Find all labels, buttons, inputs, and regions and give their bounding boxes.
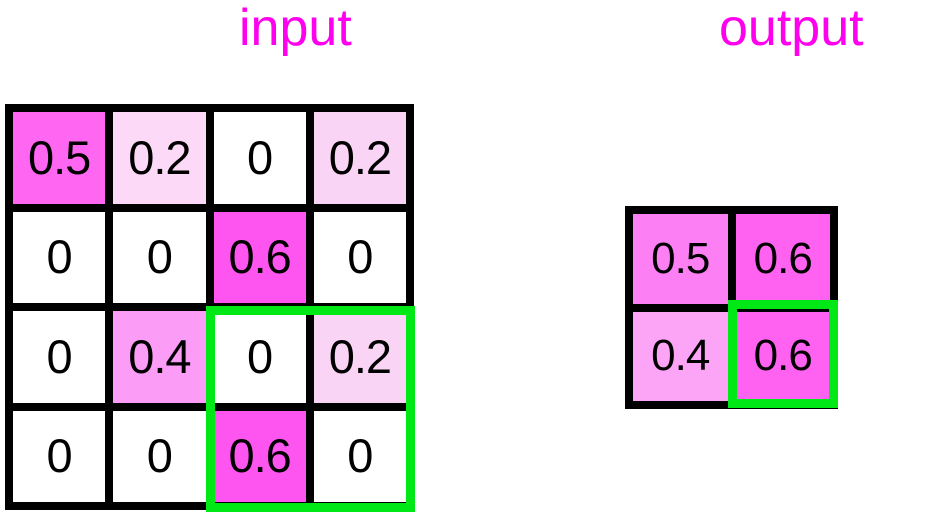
output-cell-value: 0.6: [753, 233, 813, 283]
input-cell-value: 0.2: [328, 329, 392, 383]
input-cell-value: 0: [347, 429, 373, 483]
input-cell-value: 0: [146, 429, 173, 483]
input-cell-r3c2: 0.6: [213, 410, 306, 502]
input-cell-r0c2: 0: [213, 112, 306, 204]
input-title: input: [239, 0, 352, 57]
input-cell-r3c3: 0: [313, 410, 406, 502]
input-cell-value: 0: [46, 230, 73, 284]
input-cell-value: 0: [247, 130, 273, 184]
output-cell-r0c1: 0.6: [735, 214, 830, 304]
input-cell-value: 0: [46, 429, 73, 483]
input-cell-r3c1: 0: [113, 410, 206, 502]
input-cell-value: 0: [146, 230, 173, 284]
input-cell-value: 0.6: [228, 429, 291, 483]
output-cell-value: 0.5: [651, 233, 710, 283]
input-cell-value: 0.5: [27, 130, 91, 184]
output-cell-r0c0: 0.5: [633, 214, 728, 304]
input-cell-value: 0.4: [128, 329, 191, 383]
output-cell-value: 0.6: [753, 331, 813, 381]
input-cell-r0c3: 0.2: [313, 112, 406, 204]
output-cell-value: 0.4: [651, 331, 710, 381]
input-cell-r0c0: 0.5: [13, 112, 106, 204]
output-cell-r1c1: 0.6: [735, 311, 830, 401]
output-matrix: 0.5 0.6 0.4 0.6: [625, 206, 838, 409]
input-cell-value: 0: [46, 329, 73, 383]
output-cell-r1c0: 0.4: [633, 311, 728, 401]
input-cell-r2c1: 0.4: [113, 311, 206, 403]
input-cell-value: 0.2: [328, 130, 392, 184]
input-cell-r2c2: 0: [213, 311, 306, 403]
input-cell-r1c1: 0: [113, 211, 206, 303]
output-title: output: [719, 0, 864, 57]
input-cell-r2c0: 0: [13, 311, 106, 403]
input-cell-r3c0: 0: [13, 410, 106, 502]
input-cell-r1c0: 0: [13, 211, 106, 303]
input-cell-value: 0.6: [228, 230, 291, 284]
input-cell-value: 0: [347, 230, 373, 284]
input-cell-value: 0: [247, 329, 273, 383]
input-matrix: 0.5 0.2 0 0.2 0 0 0.6 0 0 0.4 0 0.2 0 0 …: [5, 104, 414, 510]
input-cell-r0c1: 0.2: [113, 112, 206, 204]
input-cell-r2c3: 0.2: [313, 311, 406, 403]
input-cell-r1c3: 0: [313, 211, 406, 303]
input-cell-value: 0.2: [128, 130, 191, 184]
input-cell-r1c2: 0.6: [213, 211, 306, 303]
